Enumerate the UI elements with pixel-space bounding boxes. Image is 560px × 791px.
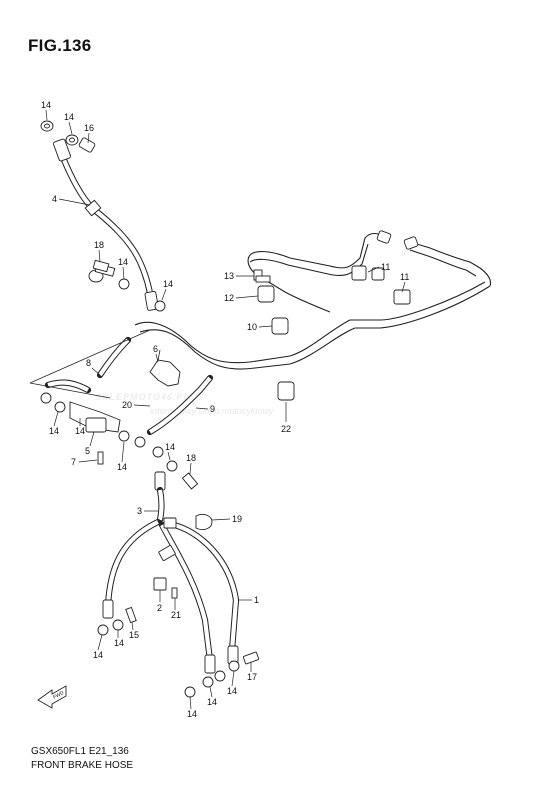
callout-18: 18 xyxy=(186,453,196,463)
callout-7: 7 xyxy=(71,457,76,467)
callout-12: 12 xyxy=(224,293,234,303)
watermark: SKLEPMOTO46.PL internetowy sklep motocyk… xyxy=(95,392,274,416)
callout-14: 14 xyxy=(117,462,127,472)
callout-14: 14 xyxy=(118,257,128,267)
callout-15: 15 xyxy=(129,630,139,640)
callout-22: 22 xyxy=(281,424,291,434)
bolts xyxy=(92,259,271,283)
callout-14: 14 xyxy=(187,709,197,719)
figure-caption: FRONT BRAKE HOSE xyxy=(31,760,134,771)
callout-16: 16 xyxy=(84,123,94,133)
callout-21: 21 xyxy=(171,610,181,620)
callout-5: 5 xyxy=(85,446,90,456)
callout-14: 14 xyxy=(207,697,217,707)
pipe-clamps xyxy=(253,265,411,401)
model-code: GSX650FL1 E21_136 xyxy=(31,746,129,757)
callout-14: 14 xyxy=(41,100,51,110)
callout-6: 6 xyxy=(153,344,158,354)
hose-bracket xyxy=(149,349,181,387)
callout-9: 9 xyxy=(210,404,215,414)
fwd-arrow: FWD xyxy=(37,685,67,709)
fwd-arrow-label: FWD xyxy=(52,690,65,701)
watermark-tagline: internetowy sklep motocyklowy xyxy=(150,406,274,416)
three-way-joint xyxy=(29,329,151,465)
callout-17: 17 xyxy=(247,672,257,682)
callout-3: 3 xyxy=(137,506,142,516)
callout-4: 4 xyxy=(52,194,57,204)
callout-11: 11 xyxy=(400,272,409,282)
callout-14: 14 xyxy=(165,442,175,452)
callout-11: 11 xyxy=(381,262,390,272)
callout-14: 14 xyxy=(75,426,85,436)
callout-10: 10 xyxy=(247,322,257,332)
callout-2: 2 xyxy=(157,603,162,613)
callout-20: 20 xyxy=(122,400,132,410)
callout-14: 14 xyxy=(114,638,124,648)
callout-labels: 14 14 16 4 18 14 14 13 11 11 12 10 6 8 2… xyxy=(41,100,409,719)
watermark-logo: SKLEPMOTO46.PL xyxy=(95,392,190,402)
callout-14: 14 xyxy=(93,650,103,660)
callout-14: 14 xyxy=(227,686,237,696)
callout-8: 8 xyxy=(86,358,91,368)
callout-13: 13 xyxy=(224,271,234,281)
callout-1: 1 xyxy=(254,595,259,605)
callout-14: 14 xyxy=(64,112,74,122)
callout-19: 19 xyxy=(232,514,242,524)
figure-title: FIG.136 xyxy=(28,36,92,55)
brake-pipes xyxy=(96,230,492,436)
callout-18: 18 xyxy=(94,240,104,250)
lower-brake-hoses xyxy=(97,446,260,698)
callout-14: 14 xyxy=(49,426,59,436)
callout-14: 14 xyxy=(163,279,173,289)
upper-brake-hose xyxy=(40,120,166,312)
